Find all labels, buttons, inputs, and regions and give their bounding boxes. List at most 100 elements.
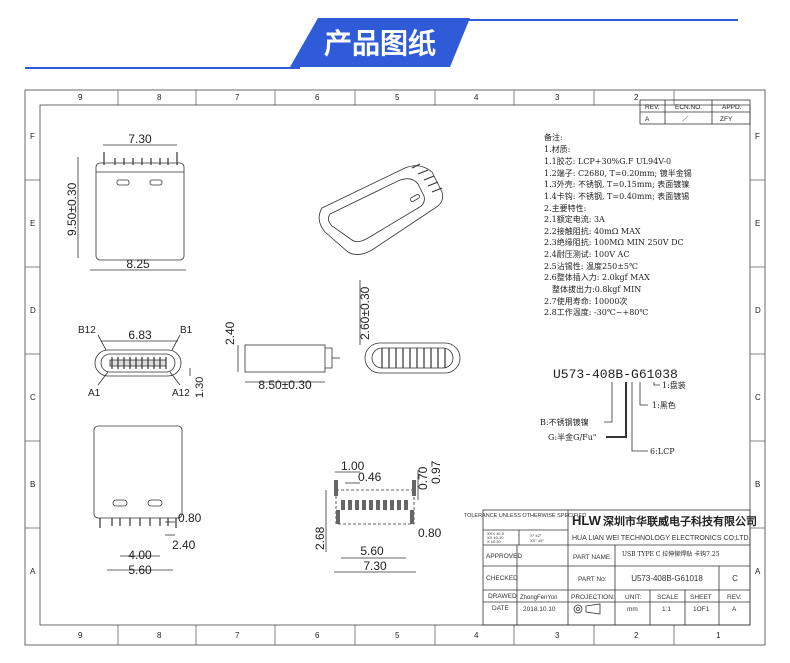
revision-table: REV. ECN.NO. APPD. A ／ ZFY (639, 99, 751, 125)
dim-560: 5.60 (128, 563, 152, 577)
row-label: A (755, 567, 761, 576)
note-line: 1.4卡钩: 不锈钢, T=0.40mm; 表面镀锡 (544, 191, 689, 201)
scale-value: 1:1 (662, 606, 671, 613)
col-label: 4 (474, 93, 479, 102)
part-code-legend: U573-408B-G61038 1:盘装 1:黑色 B:不锈钢镀镍 G:半金G… (540, 367, 686, 456)
col-label: 8 (157, 93, 162, 102)
isometric-view (318, 163, 444, 255)
dim-bottom-width: 8.25 (126, 257, 150, 271)
banner: 产品图纸 (25, 18, 738, 69)
tol-left: XX ±0.10 (487, 535, 504, 540)
row-label: B (755, 480, 760, 489)
tol-right: XX° ±5° (530, 538, 544, 543)
sheet-label: SHEET (690, 594, 712, 601)
bottom-view (93, 425, 183, 571)
dim-pin-span: 6.83 (128, 328, 152, 342)
note-line: 2.4耐压测试: 100V AC (544, 249, 629, 259)
dim-side-height: 9.50±0.30 (65, 182, 79, 236)
tol-right: X° ±2° (530, 533, 542, 538)
label-a1: A1 (88, 388, 101, 399)
col-label: 4 (474, 631, 479, 640)
row-label: D (755, 306, 761, 315)
dim-rear-height: 2.60±0.30 (358, 286, 372, 340)
row-label: F (755, 132, 760, 141)
note-line: 2.8工作温度: -30℃~+80℃ (544, 307, 648, 317)
row-label: E (755, 219, 760, 228)
note-line: 1.2端子: C2680, T=0.20mm; 镀半金锡 (544, 168, 692, 178)
drawed-value: ZhongFenYon (520, 595, 557, 601)
company-name-en: HUA LIAN WEI TECHNOLOGY ELECTRONICS CO;L… (572, 535, 751, 542)
tol-left: XXX ±0.5 (487, 531, 505, 536)
rev-value: A (645, 116, 650, 123)
legend-shell: B:不锈钢镀镍 (540, 417, 589, 427)
note-line: 2.1额定电流: 3A (544, 214, 605, 224)
side-view (237, 344, 340, 383)
col-label: 5 (395, 631, 400, 640)
ecn-value: ／ (682, 115, 689, 123)
part-code: U573-408B-G61038 (553, 367, 678, 382)
dim-097: 0.97 (429, 460, 443, 484)
row-label: B (30, 480, 35, 489)
date-label: DATE (492, 605, 510, 612)
projection-symbol-icon (573, 603, 601, 615)
legend-color: 1:黑色 (652, 400, 676, 410)
tolerance-title: TOLERANCE UNLESS OTHERWISE SPECIFIED (464, 513, 586, 519)
front-view (94, 334, 191, 386)
col-label: 8 (157, 631, 162, 640)
dim-070: 0.70 (416, 466, 430, 490)
appd-header: APPD. (722, 104, 742, 111)
pcb-footprint (325, 470, 419, 573)
note-line: 2.5沾锡性: 温度250±5℃ (544, 261, 638, 271)
row-label: E (30, 219, 35, 228)
dim-side-height: 2.40 (223, 321, 237, 345)
legend-packing: 1:盘装 (662, 380, 686, 390)
note-line: 2.2接触阻抗: 40mΩ MAX (544, 226, 641, 236)
note-line: 2.7使用寿命: 10000次 (544, 296, 627, 306)
dim-268: 2.68 (313, 526, 327, 550)
dim-560-footprint: 5.60 (360, 544, 384, 558)
projection-label: PROJECTION: (571, 594, 615, 601)
title-block: TOLERANCE UNLESS OTHERWISE SPECIFIED XXX… (464, 509, 757, 626)
note-line: 备注: (544, 132, 563, 142)
part-name-value: USB TYPE C 拉伸铆焊贴 卡钩7.25 (622, 550, 720, 558)
dim-top-width: 7.30 (128, 132, 152, 146)
col-label: 2 (634, 93, 639, 102)
company-name-cn: 深圳市华联威电子科技有限公司 (603, 514, 757, 528)
part-no-rev: C (732, 574, 738, 583)
part-name-label: PART NAME: (573, 554, 612, 561)
col-label: 6 (315, 631, 320, 640)
col-label: 6 (315, 93, 320, 102)
date-value: 2018.10.10 (523, 606, 556, 613)
banner-title: 产品图纸 (324, 27, 436, 60)
sheet-value: 1OF1 (693, 606, 710, 613)
note-line: 整体拔出力:0.8kgf MIN (552, 284, 641, 294)
dim-730-footprint: 7.30 (363, 559, 387, 573)
label-a12: A12 (172, 388, 190, 399)
col-label: 7 (235, 631, 240, 640)
unit-label: UNIT: (625, 594, 641, 601)
row-label: F (30, 132, 35, 141)
note-line: 1.1胶芯: LCP+30%G.F UL94V-0 (544, 156, 671, 166)
col-label: 5 (395, 93, 400, 102)
top-view (77, 144, 186, 271)
label-b12: B12 (78, 325, 96, 336)
col-label: 9 (78, 93, 83, 102)
dim-400: 4.00 (128, 548, 152, 562)
note-line: 2.3绝缘阻抗: 100MΩ MIN 250V DC (544, 237, 684, 247)
appd-value: ZFY (720, 116, 733, 123)
col-label: 3 (555, 93, 560, 102)
row-label: C (755, 393, 761, 402)
ecn-header: ECN.NO. (675, 104, 702, 111)
rear-view (359, 280, 461, 374)
legend-plating: G:半金G/Fu" (548, 432, 597, 442)
row-label: A (30, 567, 36, 576)
unit-value: mm (627, 606, 638, 613)
note-line: 1.3外壳: 不锈钢, T=0.15mm; 表面镀镍 (544, 179, 689, 189)
dim-front-height: 1.30 (194, 377, 206, 398)
scale-label: SCALE (657, 594, 679, 601)
notes: 备注: 1.材质: 1.1胶芯: LCP+30%G.F UL94V-0 1.2端… (544, 132, 692, 317)
note-line: 2.6整体插入力: 2.0kgf MAX (544, 272, 650, 282)
checked-label: CHECKED (486, 575, 518, 582)
